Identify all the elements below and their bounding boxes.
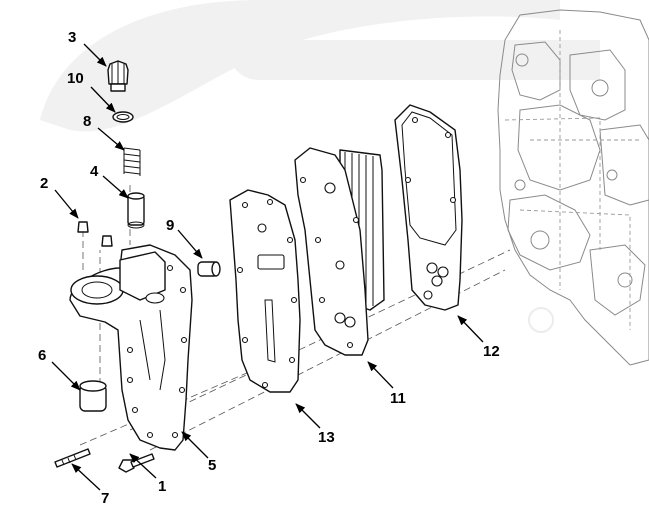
- stud-part-7: [54, 448, 91, 468]
- engine-block-outline: [497, 9, 649, 366]
- gasket-part-13: [229, 189, 301, 393]
- cup-plug-part-6: [79, 380, 107, 412]
- capscrew-part-1: [118, 453, 155, 473]
- callout-8: 8: [83, 113, 91, 130]
- o-ring-part-10: [112, 111, 134, 123]
- valve-part-4: [127, 192, 145, 229]
- spring-part-8: [123, 147, 141, 176]
- pipe-plugs-part-2: [77, 221, 113, 247]
- cooler-housing-part-5: [69, 244, 193, 451]
- callout-4: 4: [90, 163, 99, 180]
- callout-5: 5: [208, 457, 216, 474]
- callout-2: 2: [40, 175, 48, 192]
- callout-6: 6: [38, 347, 46, 364]
- callout-7: 7: [101, 490, 109, 507]
- callout-leaders: [51, 43, 484, 491]
- callout-1: 1: [158, 478, 166, 495]
- callout-labels: 1 2 3 4 5 6 7 8 9 10 11 12 13: [38, 29, 500, 507]
- callout-3: 3: [68, 29, 76, 46]
- callout-10: 10: [67, 70, 84, 87]
- watermark-logo: [40, 0, 600, 333]
- callout-13: 13: [318, 429, 335, 446]
- cooler-element-part-11: [294, 147, 385, 356]
- plug-part-3: [107, 60, 129, 92]
- callout-9: 9: [166, 217, 174, 234]
- gasket-part-12: [394, 104, 463, 311]
- callout-12: 12: [483, 343, 500, 360]
- callout-11: 11: [390, 390, 406, 407]
- fitting-part-9: [197, 261, 221, 277]
